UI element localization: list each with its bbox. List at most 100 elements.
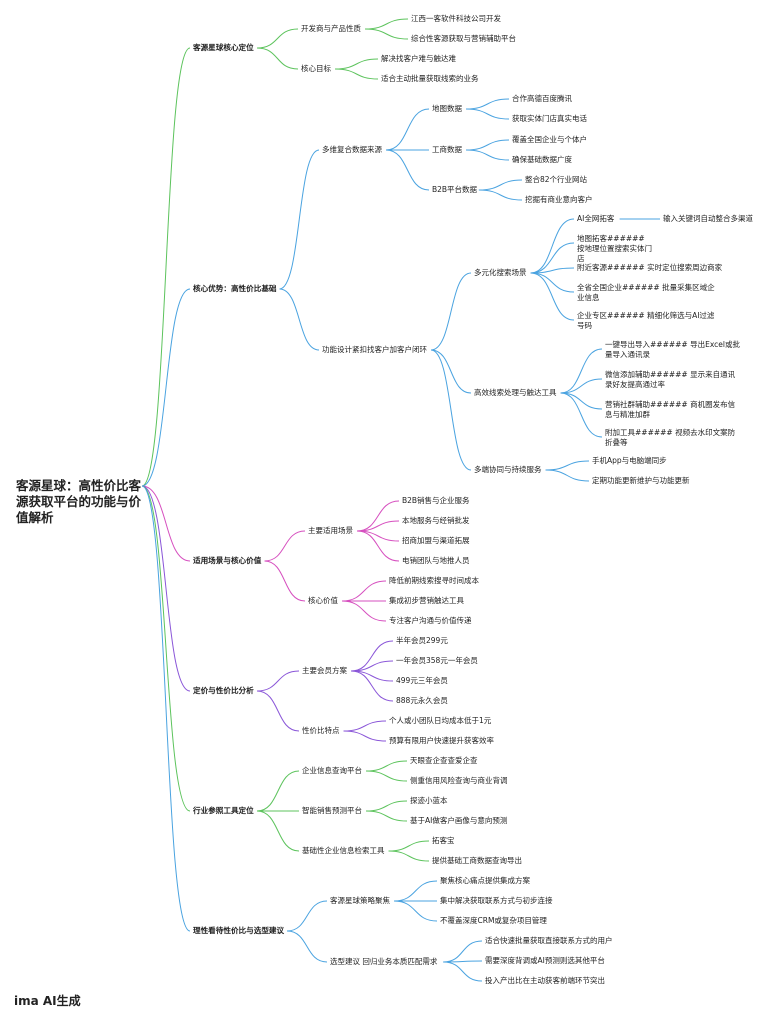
mindmap-node-0-1-1: 功能设计紧扣找客户加客户闭环: [322, 345, 427, 354]
mindmap-node-0-5-1: 选型建议 回归业务本质匹配需求: [330, 957, 438, 966]
mindmap-node-0-3-0-2: 499元三年会员: [396, 676, 448, 685]
edge-0-1-1-2-0: [545, 460, 590, 471]
mindmap-node-0-4-1-1: 基于AI做客户画像与意向预测: [410, 816, 508, 825]
edge-0-1-1-0-1: [530, 242, 575, 274]
edge-0-4-1-0: [365, 800, 408, 812]
mindmap-node-0-1-0-0-0: 合作高德百度腾讯: [512, 94, 572, 103]
edge-0-1-0-1-0: [465, 139, 510, 151]
edge-0-1-0: [279, 149, 320, 290]
edge-0-1-1-1-3: [560, 392, 603, 438]
edge-0-1-1-1-2: [560, 392, 603, 410]
edge-0-3: [141, 485, 191, 692]
edge-0-4-2-1: [388, 850, 430, 862]
edge-0-4-0-1: [365, 770, 408, 782]
edge-0-1-1-0-3: [530, 272, 575, 293]
mindmap-node-0-1-1-0-2: 附近客源###### 实时定位搜索周边商家: [577, 263, 723, 272]
mindmap-node-0-1-0-2-1: 挖掘有商业意向客户: [525, 195, 593, 204]
mindmap-node-0-1-1-2-1: 定期功能更新维护与功能更新: [592, 476, 690, 485]
mindmap-node-0-1-0-2-0: 整合82个行业网站: [525, 175, 588, 184]
mindmap-node-0-1-1-1-3: 附加工具###### 视频去水印文案防折叠等: [605, 428, 736, 447]
mindmap-node-0-3-0-1: 一年会员358元一年会员: [396, 656, 478, 665]
edge-0-1-0-1-1: [465, 149, 510, 161]
edge-0-5: [141, 485, 191, 932]
mindmap-node-0-5-0-2: 不覆盖深度CRM或复杂项目管理: [440, 916, 547, 925]
mindmap-node-0-1-1-2-0: 手机App与电脑端同步: [592, 456, 667, 465]
mindmap-node-0-3-1-0: 个人或小团队日均成本低于1元: [389, 716, 492, 725]
mindmap-node-0-5: 理性看待性价比与选型建议: [193, 926, 285, 935]
mindmap-node-0-1-1-1: 高效线索处理与触达工具: [474, 388, 557, 397]
edge-0-1-1-1: [430, 349, 472, 394]
edge-0-2-1: [264, 560, 306, 602]
mindmap-node-0-1-0-1-1: 确保基础数据广度: [512, 155, 572, 164]
mindmap-node-0-5-0: 客源星球策略聚焦: [330, 896, 390, 905]
mindmap-node-0-2: 适用场景与核心价值: [193, 556, 262, 565]
edge-0-0-1: [256, 47, 299, 70]
edge-0-3-0-3: [350, 670, 394, 702]
edge-0-2-0-2: [356, 530, 400, 542]
edge-0-0: [141, 47, 191, 487]
edge-0-1-1-1-0: [560, 348, 603, 394]
mindmap-node-0-1-0-2: B2B平台数据: [432, 185, 478, 194]
edge-0-3-0-2: [350, 670, 394, 682]
edge-0-0-0-0: [364, 18, 409, 30]
edge-0-4-0-0: [365, 760, 408, 772]
edge-0-1-1-0: [430, 272, 472, 351]
edge-0-5-1-0: [443, 940, 483, 963]
mindmap-node-0-3-0-3: 888元永久会员: [396, 696, 448, 705]
edge-0-1-0-0-1: [465, 108, 510, 120]
mindmap-node-0-2-1-2: 专注客户沟通与价值传递: [389, 616, 472, 625]
mindmap-node-0-0-1: 核心目标: [301, 64, 331, 73]
mindmap-node-0-1-1-0: 多元化搜索场景: [474, 268, 527, 277]
footer-label: ima AI生成: [14, 994, 81, 1008]
mindmap-node-0-1-1-0-3: 全省全国企业###### 批量采集区域企业信息: [577, 283, 715, 302]
edge-0-2-0-1: [356, 520, 400, 532]
mindmap-node-0-3: 定价与性价比分析: [193, 686, 254, 695]
edge-0-1: [141, 288, 191, 487]
mindmap-node-0-0-0-0: 江西一客软件科技公司开发: [411, 14, 501, 23]
mindmap-node-0-0: 客源星球核心定位: [193, 43, 254, 52]
mindmap-node-0-3-0-0: 半年会员299元: [396, 636, 448, 645]
edge-0-3-1-1: [343, 730, 387, 742]
mindmap-node-0-2-0-0: B2B销售与企业服务: [402, 496, 470, 505]
edge-0-4: [141, 485, 191, 812]
edge-0-1-0-0: [385, 108, 430, 151]
edge-0-0-1-0: [334, 58, 379, 70]
mindmap-node-0-1-0-1-0: 覆盖全国企业与个体户: [512, 135, 587, 144]
edge-0-2-0-3: [356, 530, 400, 562]
mindmap-node-0-2-0-1: 本地服务与经销批发: [402, 516, 470, 525]
mindmap-node-0-1-0: 多维复合数据来源: [322, 145, 382, 154]
mindmap-node-0-4-1-0: 探迹小蓝本: [410, 796, 448, 805]
mindmap-node-0-1-1-1-2: 营销社群辅助###### 商机圈发布信息与精准加群: [605, 400, 736, 419]
mindmap-node-0-4-0: 企业信息查询平台: [302, 766, 362, 775]
edge-0-2-1-0: [341, 580, 387, 602]
mindmap-node-0-0-1-0: 解决找客户难与触达难: [381, 54, 456, 63]
mindmap-node-0-2-0: 主要适用场景: [308, 526, 353, 535]
edge-0-4-2: [256, 810, 300, 852]
mindmap-node-0-2-0-2: 招商加盟与渠道拓展: [402, 536, 470, 545]
mindmap-node-0-2-0-3: 电销团队与地推人员: [402, 556, 470, 565]
edge-0-2: [141, 485, 191, 562]
mindmap-node-0-1-0-0: 地图数据: [432, 104, 462, 113]
edge-0-5-1-2: [443, 961, 483, 982]
edge-0-2-0-0: [356, 500, 400, 532]
mindmap-node-0-4-0-1: 侧重信用风险查询与商业背调: [410, 776, 508, 785]
edge-0-0-0-1: [364, 28, 409, 40]
edge-0-1-1: [279, 288, 320, 351]
edge-0-4-2-0: [388, 840, 430, 852]
edge-0-1-1-1-1: [560, 378, 603, 394]
mindmap-node-0-0-1-1: 适合主动批量获取线索的业务: [381, 74, 479, 83]
edge-0-5-0-2: [393, 900, 438, 922]
edge-0-1-0-2-0: [478, 179, 523, 191]
edge-0-3-1: [256, 690, 300, 732]
mindmap-node-0-1-1-0-4: 企业专区###### 精细化筛选与AI过滤号码: [577, 311, 715, 330]
mindmap-node-0-1-1-0-0-0: 输入关键词自动整合多渠道: [663, 214, 753, 223]
edge-0-1-1-2: [430, 349, 472, 471]
mindmap-node-0-1-0-0-1: 获取实体门店真实电话: [512, 114, 587, 123]
edge-0-1-1-0-4: [530, 272, 575, 321]
mindmap-node-0-4-2-1: 提供基础工商数据查询导出: [432, 856, 522, 865]
mindmap-node-0-1: 核心优势：高性价比基础: [193, 284, 277, 293]
mindmap-node-0-3-1-1: 预算有限用户快速提升获客效率: [389, 736, 494, 745]
edge-0-3-0-0: [350, 640, 394, 672]
edge-0-5-0-0: [393, 880, 438, 902]
edge-0-3-1-0: [343, 720, 387, 732]
